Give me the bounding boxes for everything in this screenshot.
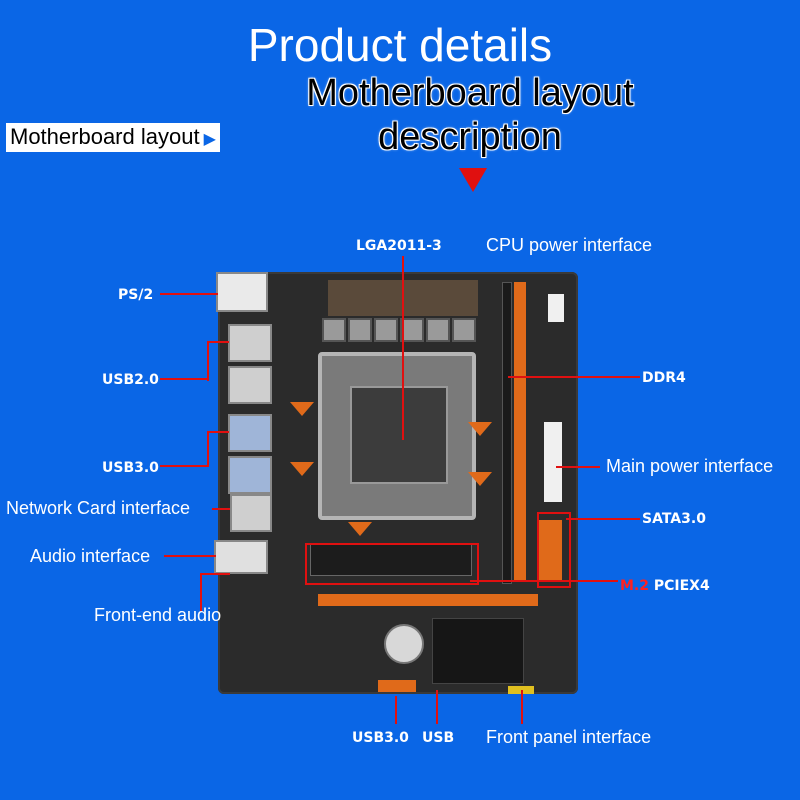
sata-highlight: [537, 512, 571, 588]
leader-line-usb30-bottom: [395, 696, 397, 724]
board-chevron: [290, 462, 314, 476]
leader-line-front-audio-h: [200, 573, 230, 575]
leader-line-usb-bottom: [436, 690, 438, 724]
usb3-header: [378, 680, 416, 692]
subtitle-line-1: Motherboard layout: [306, 72, 634, 114]
ddr4-slot: [514, 282, 526, 582]
subtitle-line-2: description: [378, 116, 562, 158]
sata-ports: [538, 520, 562, 580]
section-tag-label: Motherboard layout: [10, 124, 200, 149]
section-tag: Motherboard layout▶: [6, 123, 220, 152]
cpu-socket: [318, 352, 476, 520]
label-usb3-left: USB3.0: [102, 460, 159, 476]
label-sata: SATA3.0: [642, 511, 706, 527]
leader-line-ps2: [160, 293, 218, 295]
leader-line-usb2-top: [207, 341, 229, 343]
ddr4-slot: [502, 282, 512, 584]
board-chevron: [290, 402, 314, 416]
page-title: Product details: [247, 19, 553, 71]
vrm-choke: [348, 318, 372, 342]
leader-line-main-power: [556, 466, 600, 468]
label-usb2: USB2.0: [102, 372, 159, 388]
label-network: Network Card interface: [6, 498, 191, 518]
audio-port: [214, 540, 268, 574]
leader-line-usb3: [160, 465, 208, 467]
leader-line-m2: [470, 580, 618, 582]
leader-line-front-audio-v: [200, 573, 202, 611]
m2-highlight: [305, 543, 479, 585]
network-port: [230, 494, 272, 532]
leader-line-lga: [402, 256, 404, 440]
label-audio: Audio interface: [30, 546, 151, 566]
label-lga2011-3: LGA2011-3: [356, 238, 442, 254]
leader-line-sata: [566, 518, 640, 520]
label-ps2: PS/2: [118, 287, 154, 303]
usb3-port-upper: [228, 414, 272, 452]
chipset-heatsink: [432, 618, 524, 684]
cmos-battery: [384, 624, 424, 664]
label-m2-prefix: M.2: [620, 578, 649, 594]
label-m2: M.2 PCIEX4: [620, 578, 710, 594]
label-front-panel: Front panel interface: [486, 727, 652, 747]
vrm-choke: [322, 318, 346, 342]
leader-line-usb3-top: [207, 431, 229, 433]
ps2-port: [216, 272, 268, 312]
vrm-choke: [374, 318, 398, 342]
board-chevron: [348, 522, 372, 536]
leader-line-front-panel: [521, 690, 523, 724]
label-usb-bottom: USB: [422, 730, 455, 746]
label-ddr4: DDR4: [642, 370, 686, 386]
label-main-power: Main power interface: [606, 456, 774, 476]
label-front-audio: Front-end audio: [94, 605, 222, 625]
main-power-connector: [544, 422, 562, 502]
vrm-choke: [452, 318, 476, 342]
leader-line-usb2-v: [207, 341, 209, 381]
vrm-choke: [426, 318, 450, 342]
label-m2-suffix: PCIEX4: [653, 578, 710, 594]
board-chevron: [468, 422, 492, 436]
motherboard-image: [218, 272, 578, 694]
usb3-port-lower: [228, 456, 272, 494]
leader-line-audio: [164, 555, 216, 557]
label-usb3-bottom: USB3.0: [352, 730, 409, 746]
play-arrow-icon: ▶: [203, 131, 216, 148]
usb2-port-upper: [228, 324, 272, 362]
leader-line-network: [212, 508, 230, 510]
vrm-choke: [400, 318, 424, 342]
board-chevron: [468, 472, 492, 486]
pcie-slot: [318, 594, 538, 606]
leader-line-usb2: [160, 378, 208, 380]
leader-line-usb3-v: [207, 431, 209, 467]
usb2-port-lower: [228, 366, 272, 404]
label-cpu-power: CPU power interface: [486, 235, 653, 255]
leader-line-ddr4: [508, 376, 640, 378]
cpu-socket-core: [350, 386, 448, 484]
down-arrow-icon: [459, 168, 487, 192]
cpu-power-connector: [548, 294, 564, 322]
